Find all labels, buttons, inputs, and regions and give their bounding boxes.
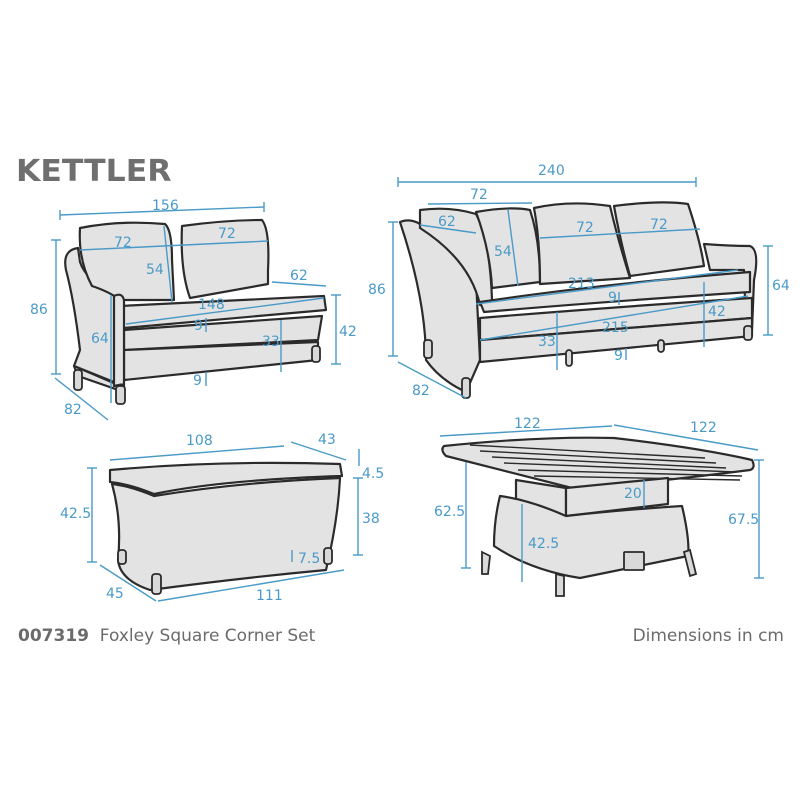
bench-dimensions: 108 43 4.5 42.5 38 7.5 45 111 <box>60 432 384 604</box>
svg-text:33: 33 <box>538 334 556 350</box>
svg-text:240: 240 <box>538 163 565 179</box>
svg-text:38: 38 <box>362 511 380 527</box>
svg-text:108: 108 <box>186 433 213 449</box>
svg-text:82: 82 <box>64 402 82 418</box>
svg-text:67.5: 67.5 <box>728 512 759 528</box>
svg-text:54: 54 <box>494 244 512 260</box>
svg-text:122: 122 <box>690 420 717 436</box>
svg-text:72: 72 <box>470 187 488 203</box>
svg-text:20: 20 <box>624 486 642 502</box>
svg-text:62: 62 <box>290 268 308 284</box>
svg-text:42: 42 <box>339 324 357 340</box>
svg-text:86: 86 <box>368 282 386 298</box>
product-name: Foxley Square Corner Set <box>99 626 316 646</box>
product-code: 007319 <box>18 626 89 646</box>
svg-text:156: 156 <box>152 198 179 214</box>
svg-text:64: 64 <box>91 331 109 347</box>
svg-text:64: 64 <box>772 278 790 294</box>
svg-text:72: 72 <box>114 235 132 251</box>
svg-text:215: 215 <box>602 320 629 336</box>
svg-text:33: 33 <box>262 334 280 350</box>
svg-text:213: 213 <box>568 276 595 292</box>
svg-text:45: 45 <box>106 586 124 602</box>
svg-text:62.5: 62.5 <box>434 504 465 520</box>
svg-text:4.5: 4.5 <box>362 466 384 482</box>
svg-text:42: 42 <box>708 304 726 320</box>
svg-text:9: 9 <box>194 318 203 334</box>
svg-text:72: 72 <box>218 226 236 242</box>
right-sofa-dimensions: 240 72 62 54 72 72 86 64 213 9 42 215 33… <box>368 163 790 399</box>
svg-text:86: 86 <box>30 302 48 318</box>
svg-text:42.5: 42.5 <box>60 506 91 522</box>
product-caption: 007319 Foxley Square Corner Set <box>18 626 315 646</box>
svg-text:43: 43 <box>318 432 336 448</box>
svg-text:122: 122 <box>514 416 541 432</box>
bench-drawing <box>108 461 344 595</box>
svg-text:82: 82 <box>412 383 430 399</box>
svg-text:9: 9 <box>608 290 617 306</box>
svg-text:9: 9 <box>614 348 623 364</box>
svg-text:111: 111 <box>256 588 283 604</box>
svg-text:72: 72 <box>650 217 668 233</box>
units-note: Dimensions in cm <box>632 626 784 646</box>
brand-logo: KETTLER <box>16 154 172 189</box>
svg-text:7.5: 7.5 <box>298 551 320 567</box>
svg-text:42.5: 42.5 <box>528 536 559 552</box>
table-drawing <box>441 436 755 597</box>
svg-text:54: 54 <box>146 262 164 278</box>
left-sofa-dimensions: 156 72 72 54 62 86 148 9 64 33 42 9 82 <box>30 198 357 421</box>
table-dimensions: 122 122 62.5 20 42.5 67.5 <box>434 416 764 582</box>
svg-text:62: 62 <box>438 214 456 230</box>
svg-text:72: 72 <box>576 220 594 236</box>
svg-text:9: 9 <box>193 373 202 389</box>
svg-text:148: 148 <box>198 297 225 313</box>
